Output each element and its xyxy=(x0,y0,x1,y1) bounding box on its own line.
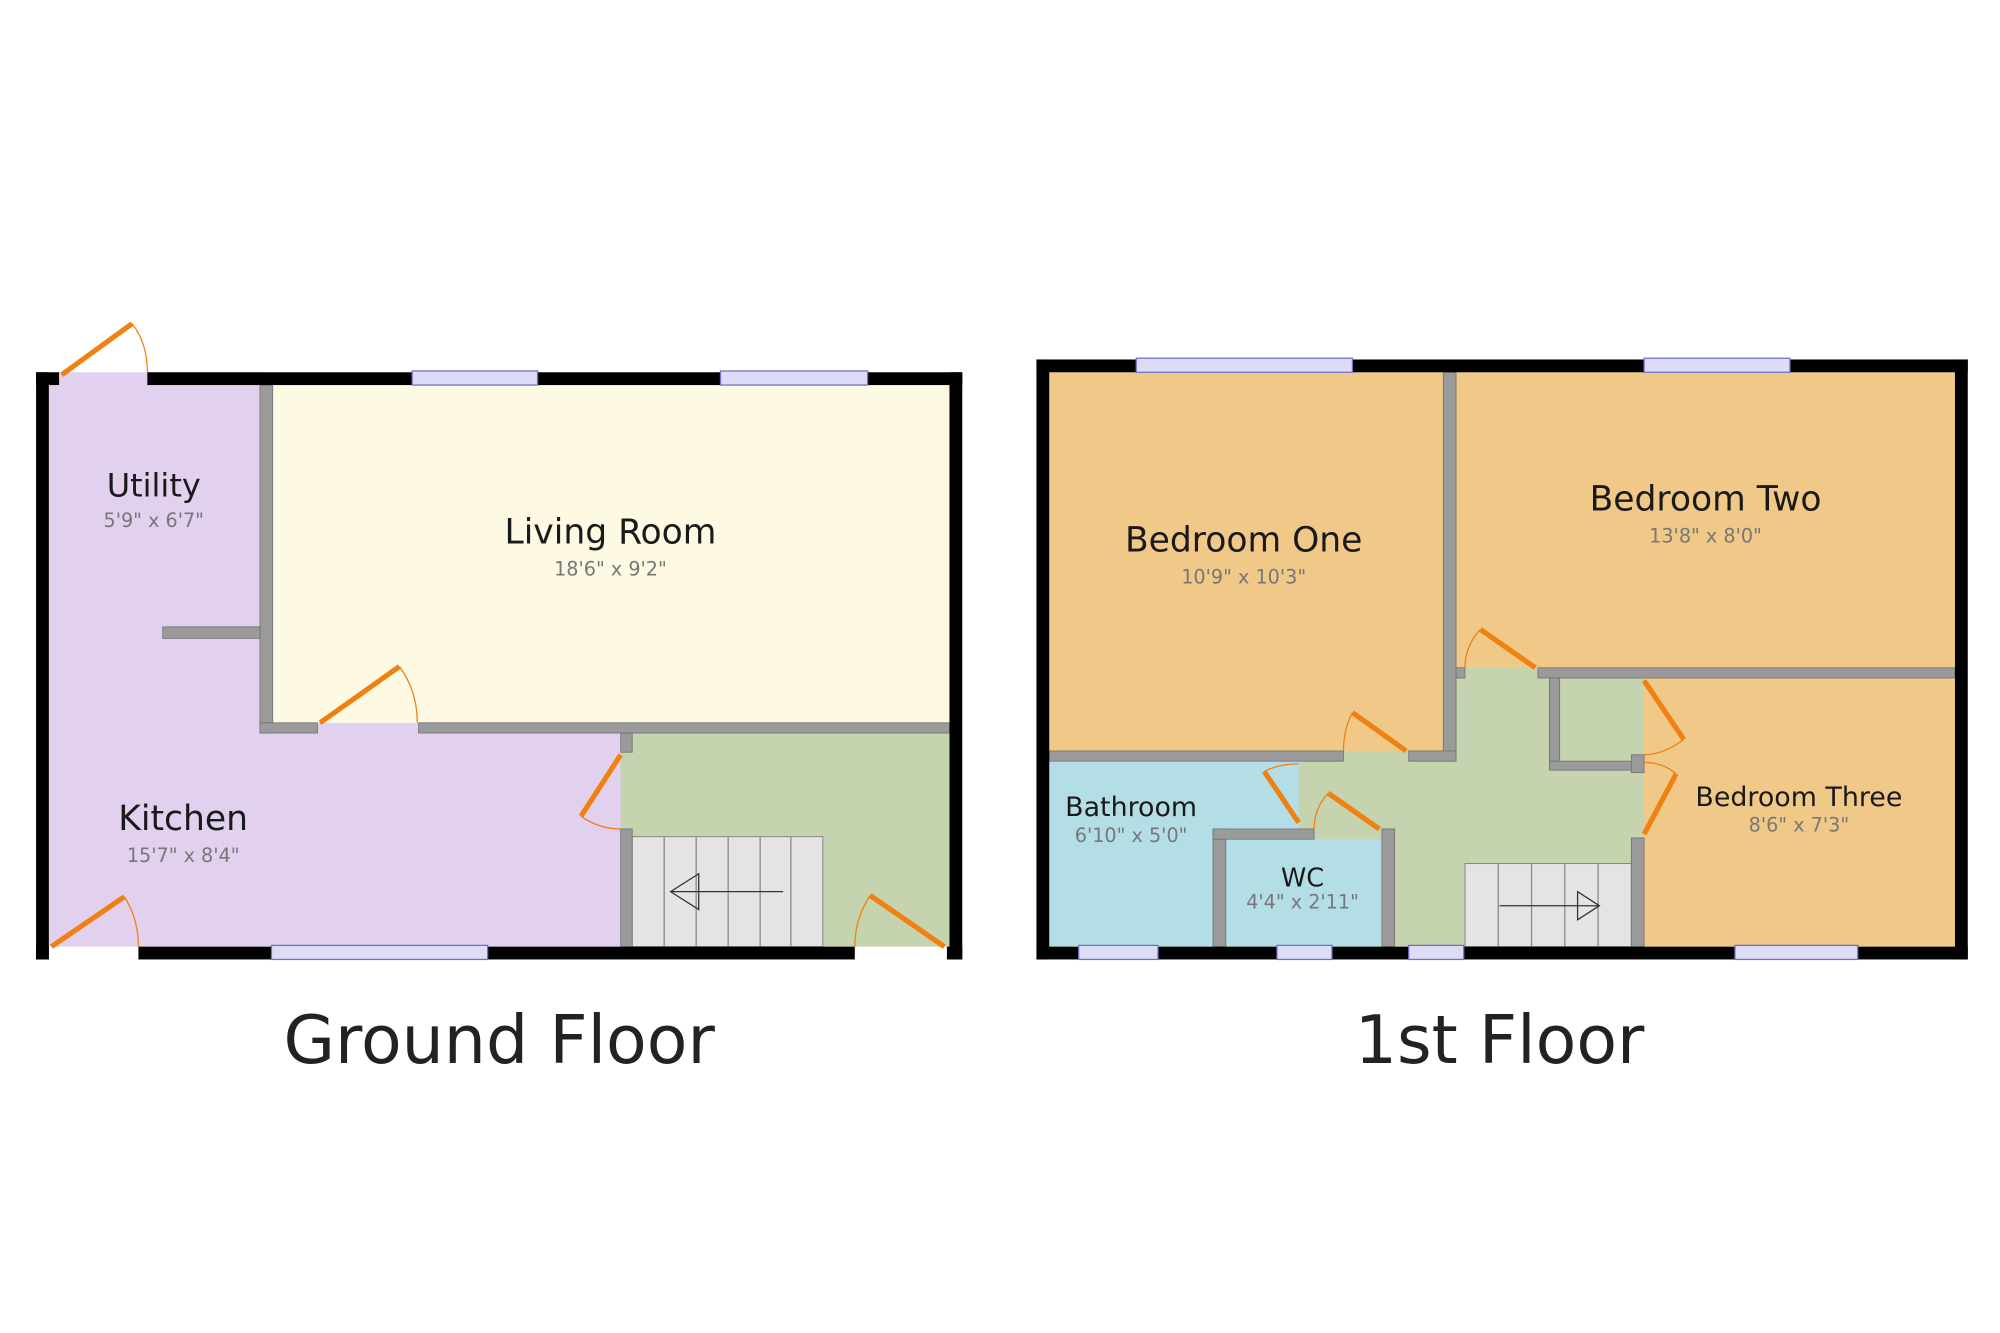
room-dims-utility: 5'9" x 6'7" xyxy=(104,509,205,532)
stair-arrow-icon xyxy=(669,872,700,911)
floor-title-first: 1st Floor xyxy=(1355,1001,1645,1079)
window xyxy=(1643,357,1791,373)
stairs xyxy=(1464,862,1632,948)
room-dims-bedroom-two: 13'8" x 8'0" xyxy=(1649,524,1762,547)
room-name-bedroom-two: Bedroom Two xyxy=(1590,479,1822,519)
window xyxy=(411,370,539,386)
room-name-bedroom-three: Bedroom Three xyxy=(1695,782,1902,813)
room-name-bathroom: Bathroom xyxy=(1065,792,1197,823)
room-dims-bedroom-one: 10'9" x 10'3" xyxy=(1181,565,1306,588)
windows xyxy=(1078,357,1859,961)
ground-floor-plan: Utility 5'9" x 6'7" Living Room 18'6" x … xyxy=(36,321,963,1079)
room-name-bedroom-one: Bedroom One xyxy=(1125,520,1362,560)
bedroom-three xyxy=(1644,678,1955,947)
room-name-utility: Utility xyxy=(107,466,201,504)
stair-arrow-icon xyxy=(1576,890,1601,921)
room-name-wc: WC xyxy=(1281,864,1324,894)
utility-room xyxy=(48,372,260,731)
room-dims-living-room: 18'6" x 9'2" xyxy=(554,558,667,581)
window xyxy=(1078,944,1159,961)
stairs xyxy=(631,836,824,948)
room-name-kitchen: Kitchen xyxy=(118,799,248,839)
floor-title-ground: Ground Floor xyxy=(284,1001,716,1079)
window xyxy=(1135,357,1354,373)
room-dims-bedroom-three: 8'6" x 7'3" xyxy=(1749,814,1850,837)
doors xyxy=(1262,627,1686,836)
room-dims-bathroom: 6'10" x 5'0" xyxy=(1075,824,1188,847)
window xyxy=(270,944,489,961)
window xyxy=(1276,944,1333,961)
first-floor-plan: Bedroom One 10'9" x 10'3" Bedroom Two 13… xyxy=(1036,357,1968,1079)
doors xyxy=(49,321,946,949)
window xyxy=(719,370,869,386)
window xyxy=(1408,944,1465,961)
window xyxy=(1734,944,1859,961)
room-name-living-room: Living Room xyxy=(504,513,716,553)
wc xyxy=(1225,839,1382,947)
living-room xyxy=(272,385,950,723)
room-dims-kitchen: 15'7" x 8'4" xyxy=(127,844,240,867)
room-dims-wc: 4'4" x 2'11" xyxy=(1246,890,1359,913)
interior-walls xyxy=(1048,371,1956,948)
bedroom-two xyxy=(1456,372,1955,668)
kitchen-room xyxy=(48,722,625,947)
windows xyxy=(270,370,869,961)
bedroom-one xyxy=(1049,372,1444,751)
